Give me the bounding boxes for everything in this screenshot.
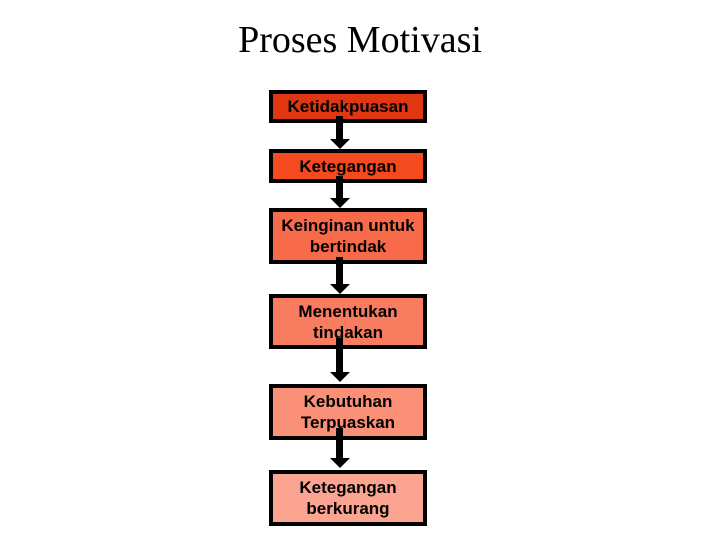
flow-box-keinginan-untuk-bertindak: Keinginan untuk bertindak — [269, 208, 427, 264]
flow-box-kebutuhan-terpuaskan: Kebutuhan Terpuaskan — [269, 384, 427, 440]
arrow-stem — [336, 338, 343, 373]
arrow-stem — [336, 257, 343, 285]
flow-box-menentukan-tindakan: Menentukan tindakan — [269, 294, 427, 349]
flow-box-label: Ketidakpuasan — [287, 97, 409, 116]
arrow-head — [330, 284, 350, 294]
flow-box-label: Keinginan untuk bertindak — [281, 216, 415, 256]
arrow-head — [330, 458, 350, 468]
flow-box-label: Ketegangan berkurang — [299, 478, 397, 518]
slide-title: Proses Motivasi — [238, 19, 482, 61]
flow-box-label: Kebutuhan Terpuaskan — [300, 392, 396, 432]
flow-box-ketidakpuasan: Ketidakpuasan — [269, 90, 427, 123]
arrow-head — [330, 372, 350, 382]
arrow-stem — [336, 176, 343, 199]
arrow-stem — [336, 428, 343, 459]
arrow-stem — [336, 116, 343, 140]
flow-box-label: Ketegangan — [299, 156, 397, 176]
flow-box-label: Menentukan tindakan — [298, 301, 398, 342]
arrow-head — [330, 198, 350, 208]
flow-box-ketegangan-berkurang: Ketegangan berkurang — [269, 470, 427, 526]
arrow-head — [330, 139, 350, 149]
flow-box-ketegangan: Ketegangan — [269, 149, 427, 183]
